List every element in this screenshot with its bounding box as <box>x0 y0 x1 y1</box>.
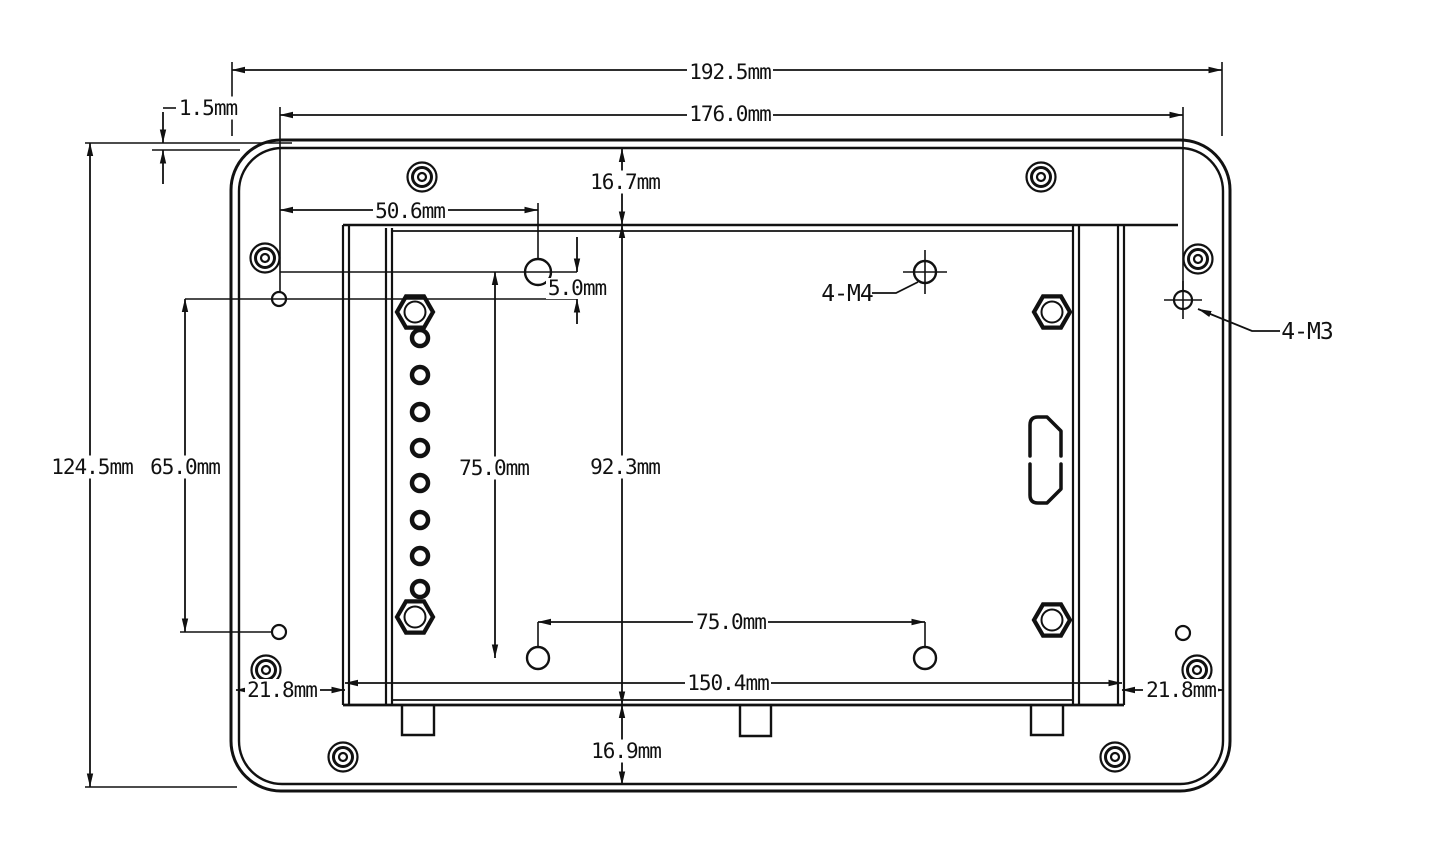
m3-hole <box>1174 624 1192 642</box>
bracket-left-flange <box>341 225 351 705</box>
vent-hole <box>409 327 431 349</box>
screw-icon <box>1182 243 1214 275</box>
vent-hole <box>409 401 431 423</box>
dim-label-overall-width: 192.5mm <box>689 60 771 84</box>
label-mask <box>373 199 448 223</box>
m4-hole <box>525 645 551 671</box>
callout-m3-holes: 4-M3 <box>1281 319 1333 345</box>
bracket-left-bend <box>384 228 394 705</box>
enclosure-inner-edge <box>237 146 1225 786</box>
vent-hole <box>409 364 431 386</box>
vent-hole <box>409 545 431 567</box>
screw-icon <box>406 161 438 193</box>
screw-icon <box>1025 161 1057 193</box>
label-mask <box>245 679 320 701</box>
label-mask <box>147 455 222 479</box>
hex-standoff-icon <box>394 599 436 635</box>
bracket-right-bend <box>1071 225 1081 705</box>
vent-hole <box>409 437 431 459</box>
label-mask <box>587 455 662 479</box>
dim-label-bracket-width: 150.4mm <box>687 671 769 695</box>
screw-icon <box>1099 741 1131 773</box>
label-mask <box>176 96 240 120</box>
label-mask <box>687 102 773 126</box>
label-mask <box>49 455 135 479</box>
m4-hole <box>912 645 938 671</box>
bracket-right-flange <box>1116 225 1126 705</box>
label-mask <box>456 456 531 480</box>
vent-hole <box>409 472 431 494</box>
label-mask <box>546 278 608 299</box>
dim-label-right-margin: 21.8mm <box>1146 678 1216 702</box>
label-mask <box>588 739 663 763</box>
callout-m4-holes: 4-M4 <box>821 281 873 307</box>
enclosure-outline <box>229 138 1232 793</box>
hex-standoffs <box>394 294 1073 638</box>
enclosure-outer-edge <box>229 138 1232 793</box>
dim-label-bottom-offset: 16.9mm <box>591 739 661 763</box>
dim-label-vesa-horizontal: 75.0mm <box>696 610 766 634</box>
bracket-tab-right <box>1029 706 1065 737</box>
dim-label-overall-height: 124.5mm <box>51 455 133 479</box>
m4-hole-crosshair <box>903 250 947 294</box>
dim-label-hole-span: 176.0mm <box>689 102 771 126</box>
label-mask <box>693 610 768 634</box>
dim-label-front-lip: 1.5mm <box>179 96 238 120</box>
screw-icon <box>249 242 281 274</box>
hole-column <box>409 327 431 600</box>
label-mask <box>685 671 771 695</box>
hex-standoff-icon <box>1031 602 1073 638</box>
m3-hole <box>270 623 288 641</box>
vent-hole <box>409 578 431 600</box>
dimension-labels: 192.5mm 176.0mm 1.5mm 16.7mm 50.6mm 5.0m… <box>49 60 1334 763</box>
bracket-tab-left <box>400 706 436 737</box>
dim-label-left-margin: 21.8mm <box>247 678 317 702</box>
m3-holes <box>270 281 1202 642</box>
dim-label-side-holes-vertical: 65.0mm <box>150 455 220 479</box>
extension-lines <box>85 62 1223 788</box>
label-mask <box>1143 679 1218 701</box>
bracket-tab-middle <box>738 706 773 738</box>
dim-label-top-offset: 16.7mm <box>590 170 660 194</box>
mounting-bracket <box>341 223 1178 738</box>
dim-label-vesa-vertical: 75.0mm <box>459 456 529 480</box>
screw-icon <box>327 741 359 773</box>
dim-label-upper-hole-x: 50.6mm <box>375 199 445 223</box>
label-mask <box>687 60 773 84</box>
label-mask <box>588 170 663 194</box>
leader-line-m3 <box>1197 308 1280 332</box>
dim-label-bracket-height: 92.3mm <box>590 455 660 479</box>
leader-line-m4 <box>872 281 919 294</box>
hex-standoff-icon <box>1031 294 1073 330</box>
dim-label-upper-hole-y: 5.0mm <box>548 276 607 300</box>
vent-hole <box>409 509 431 531</box>
hex-standoff-icon <box>394 294 436 330</box>
hdmi-port-icon <box>1028 415 1063 505</box>
